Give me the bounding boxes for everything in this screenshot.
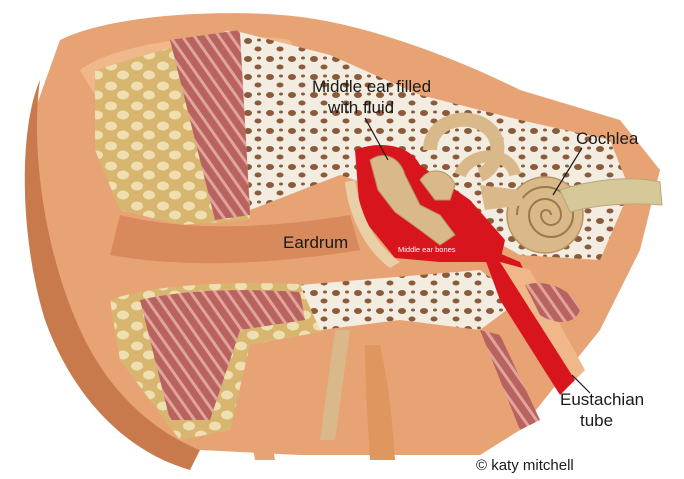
label-eustachian-line1: Eustachian xyxy=(560,390,644,409)
label-middle-ear-bones: Middle ear bones xyxy=(398,245,456,254)
label-middle-ear-fluid-line2: with fluid xyxy=(327,98,394,117)
label-eardrum: Eardrum xyxy=(283,233,348,252)
label-eustachian-line2: tube xyxy=(580,411,613,430)
label-middle-ear-fluid-line1: Middle ear filled xyxy=(312,77,431,96)
label-cochlea: Cochlea xyxy=(576,129,639,148)
credit-text: © katy mitchell xyxy=(476,457,574,474)
